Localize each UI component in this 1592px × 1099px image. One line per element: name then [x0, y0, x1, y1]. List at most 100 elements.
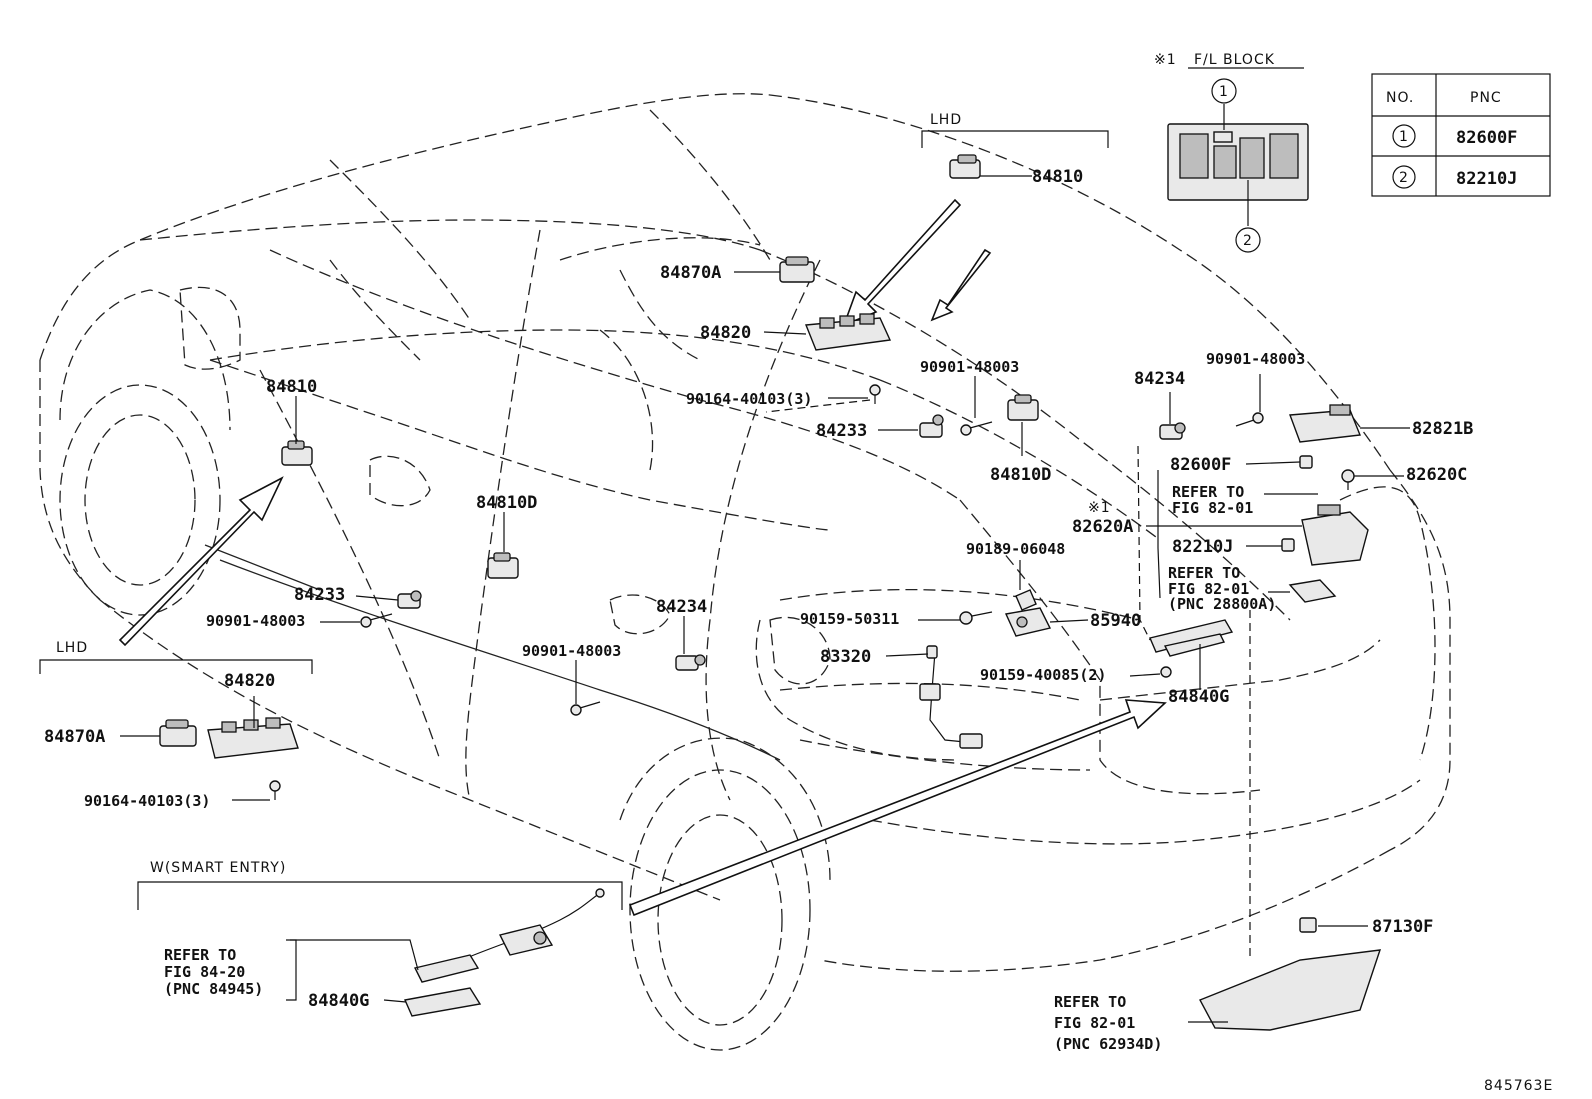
label-84233-left: 84233 [294, 585, 345, 605]
label-90164-top: 90164-40103(3) [686, 390, 812, 408]
heading-fl-block-star: ※1 [1154, 52, 1177, 68]
bolt-90159-40085-part [1160, 666, 1172, 678]
table-header-no: NO. [1386, 90, 1414, 106]
switch-84810d-mid-part [487, 552, 519, 579]
screw-90901-b-part [1235, 412, 1264, 427]
note-refer-84-20-line1: REFER TO [164, 946, 236, 964]
label-84810-left: 84810 [266, 377, 317, 397]
harness-83320-part [919, 645, 983, 749]
master-switch-84820-lhd-part [207, 717, 299, 759]
rocker-line [204, 544, 321, 591]
note-refer-62934-line2: FIG 82-01 [1054, 1014, 1135, 1032]
fl-block-82620a-part [1301, 504, 1369, 566]
table-header-pnc: PNC [1470, 90, 1502, 106]
heading-lhd-left: LHD [56, 640, 88, 656]
label-90901-a: 90901-48003 [920, 358, 1019, 376]
screw-90164-lhd-part [269, 780, 281, 800]
clip-90189-part [1015, 589, 1037, 611]
receiver-28800a-part [1288, 579, 1337, 603]
clip-82620c-part [1341, 469, 1355, 490]
label-90159-50311: 90159-50311 [800, 610, 899, 628]
table-row-1-no: 1 [1399, 129, 1409, 145]
arrow-interior-hint [930, 248, 992, 322]
note-refer-82-01-b-line2: FIG 82-01 [1168, 580, 1249, 598]
bracket-lhd-top [921, 130, 1109, 148]
relay-82210j-part [1281, 538, 1295, 552]
label-84870a-lhd: 84870A [44, 727, 105, 747]
handle-84840g-right-part [1149, 619, 1234, 657]
label-90901-b: 90901-48003 [1206, 350, 1305, 368]
note-refer-82-01-a-line1: REFER TO [1172, 483, 1244, 501]
sensor-84234-mid-part [675, 654, 706, 671]
label-82620c: 82620C [1406, 465, 1467, 485]
note-refer-84-20-line3: (PNC 84945) [164, 980, 263, 998]
figure-id: 845763E [1484, 1078, 1553, 1094]
note-refer-82-01-b-line3: (PNC 28800A) [1168, 595, 1276, 613]
bolt-90159-50311-part [959, 611, 993, 625]
sensor-84234-right-part [1159, 422, 1186, 440]
label-84233-right: 84233 [816, 421, 867, 441]
arrow-to-trunk-handle [628, 699, 1167, 917]
label-87130f: 87130F [1372, 917, 1433, 937]
pnc-table: NO. PNC 1 82600F 2 82210J [1371, 73, 1551, 197]
label-84870a-top: 84870A [660, 263, 721, 283]
heading-lhd-top: LHD [930, 112, 962, 128]
label-84810-top: 84810 [1032, 167, 1083, 187]
label-84820-top: 84820 [700, 323, 751, 343]
screw-90901-d-part [570, 701, 601, 716]
sensor-84233-right-part [919, 414, 944, 438]
sensor-84233-left-part [397, 590, 422, 609]
label-84820-lhd: 84820 [224, 671, 275, 691]
screw-90901-a-part [960, 421, 993, 436]
front-wheel [59, 289, 231, 616]
note-refer-82-01-a-line2: FIG 82-01 [1172, 499, 1253, 517]
callout-2: 2 [1243, 233, 1253, 249]
label-82620a: 82620A [1072, 517, 1133, 537]
label-90901-c: 90901-48003 [206, 612, 305, 630]
bracket-smart-entry [137, 881, 623, 910]
table-row-2-no: 2 [1399, 170, 1409, 186]
fl-block-inset: ※1 F/L BLOCK 1 2 [1154, 52, 1309, 253]
car-body-outline [39, 93, 1451, 972]
switch-84870a-lhd-part [159, 719, 197, 747]
switch-84870a-top-part [779, 256, 815, 283]
label-83320: 83320 [820, 647, 871, 667]
callout-1: 1 [1219, 84, 1229, 100]
note-star1-a: ※1 [1088, 500, 1111, 516]
rear-wheel [619, 737, 831, 1051]
label-90189: 90189-06048 [966, 540, 1065, 558]
label-84234-right: 84234 [1134, 369, 1185, 389]
note-refer-84-20-line2: FIG 84-20 [164, 963, 245, 981]
table-row-2-pnc: 82210J [1456, 169, 1517, 189]
smart-entry-handle-part [404, 888, 605, 1017]
fuse-82600f-part [1299, 455, 1313, 469]
screw-90901-c-part [360, 613, 393, 628]
heading-fl-block: F/L BLOCK [1194, 52, 1275, 68]
label-84234-mid: 84234 [656, 597, 707, 617]
screw-90164-top-part [869, 384, 881, 404]
note-refer-62934-line1: REFER TO [1054, 993, 1126, 1011]
label-90164-lhd: 90164-40103(3) [84, 792, 210, 810]
label-84810d-right: 84810D [990, 465, 1051, 485]
tray-87130f-part [1199, 917, 1382, 1031]
switch-84810d-right-part [1007, 394, 1039, 421]
note-refer-62934-line3: (PNC 62934D) [1054, 1035, 1162, 1053]
door-sill-line [219, 559, 781, 761]
table-row-1-pnc: 82600F [1456, 128, 1517, 148]
label-84840g-right: 84840G [1168, 687, 1229, 707]
heading-smart-entry: W(SMART ENTRY) [150, 860, 286, 876]
switch-84810-left-part [281, 440, 313, 466]
sensor-85940-part [1004, 607, 1052, 637]
label-90901-d: 90901-48003 [522, 642, 621, 660]
label-90159-40085: 90159-40085(2) [980, 666, 1106, 684]
note-refer-82-01-b-line1: REFER TO [1168, 564, 1240, 582]
switch-84810-top-part [949, 154, 981, 179]
master-switch-84820-part [805, 313, 892, 351]
leader-lines [120, 175, 1410, 1023]
arrow-to-left-switch [118, 476, 284, 647]
label-82600f: 82600F [1170, 455, 1231, 475]
label-84840g-smart: 84840G [308, 991, 369, 1011]
label-85940: 85940 [1090, 611, 1141, 631]
label-82821b: 82821B [1412, 419, 1473, 439]
